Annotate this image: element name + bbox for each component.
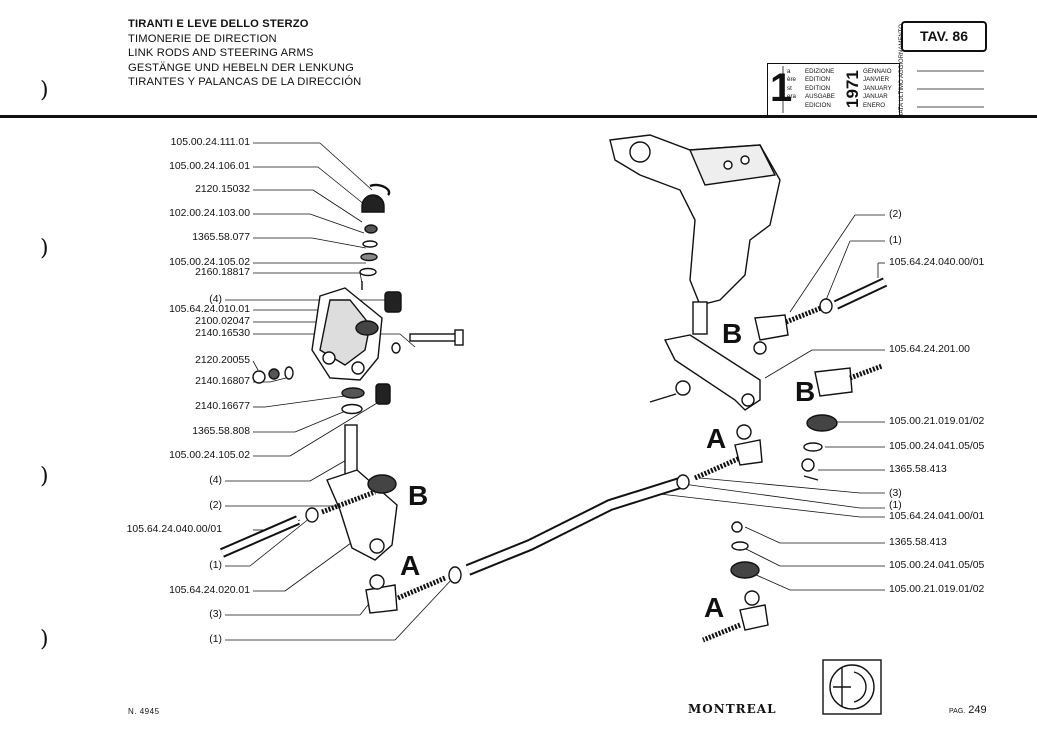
callout-b-left: B bbox=[408, 480, 429, 511]
part-label: 105.00.21.019.01/02 bbox=[889, 584, 985, 595]
binder-mark: ) bbox=[40, 78, 49, 103]
part-label: 105.00.24.105.02 bbox=[169, 257, 250, 268]
part-label: 1365.58.808 bbox=[192, 426, 250, 437]
part-label: 105.64.24.020.01 bbox=[169, 585, 250, 596]
title-italian: TIRANTI E LEVE DELLO STERZO bbox=[128, 18, 309, 30]
callout-a-left: A bbox=[400, 550, 421, 581]
part-label: 1365.58.077 bbox=[192, 232, 250, 243]
part-label: 1365.58.413 bbox=[889, 464, 947, 475]
part-label: (1) bbox=[889, 500, 902, 511]
part-label: 105.64.24.041.00/01 bbox=[889, 511, 985, 522]
part-label: 105.64.24.040.00/01 bbox=[126, 524, 222, 535]
part-label: 105.64.24.201.00 bbox=[889, 344, 970, 355]
part-label: 2100.02047 bbox=[195, 316, 250, 327]
part-label: (3) bbox=[209, 609, 222, 620]
part-label: (1) bbox=[889, 235, 902, 246]
title-block: TIRANTI E LEVE DELLO STERZO TIMONERIE DE… bbox=[128, 17, 361, 90]
part-label: 1365.58.413 bbox=[889, 537, 947, 548]
edition-months: GENNAIO JANVIER JANUARY JANUAR ENERO bbox=[863, 68, 892, 109]
part-label: 105.00.24.041.05/05 bbox=[889, 441, 985, 452]
binder-mark: ) bbox=[40, 627, 49, 652]
binder-mark: ) bbox=[40, 236, 49, 261]
part-label: (1) bbox=[209, 634, 222, 645]
callout-b-upper-right: B bbox=[722, 318, 743, 349]
edition-words: EDIZIONE EDITION EDITION AUSGABE EDICION bbox=[805, 68, 835, 109]
part-label: 105.64.24.010.01 bbox=[169, 304, 250, 315]
document-number: N. 4945 bbox=[128, 707, 160, 716]
part-label: 105.00.24.106.01 bbox=[169, 161, 250, 172]
part-label: 105.00.24.111.01 bbox=[170, 137, 250, 148]
part-label: 105.00.24.041.05/05 bbox=[889, 560, 985, 571]
part-label: 2140.16677 bbox=[195, 401, 250, 412]
part-label: 2120.15032 bbox=[195, 184, 250, 195]
part-label: (1) bbox=[209, 560, 222, 571]
title-english: LINK RODS AND STEERING ARMS bbox=[128, 47, 314, 60]
edition-suffixes: a ère st era bbox=[787, 68, 796, 101]
page-number: PAG. 249 bbox=[949, 704, 987, 716]
edition-number: 1 bbox=[770, 66, 793, 110]
brand-name: MONTREAL bbox=[688, 702, 777, 716]
callout-a-center: A bbox=[706, 423, 727, 454]
part-label: 102.00.24.103.00 bbox=[169, 208, 250, 219]
page-value: 249 bbox=[968, 704, 987, 716]
header-divider bbox=[0, 115, 1037, 118]
title-german: GESTÄNGE UND HEBELN DER LENKUNG bbox=[128, 61, 354, 74]
part-label: 105.00.24.105.02 bbox=[169, 450, 250, 461]
part-label: 105.64.24.040.00/01 bbox=[889, 257, 985, 268]
callout-b-right: B bbox=[795, 376, 816, 407]
part-label: (3) bbox=[889, 488, 902, 499]
callout-a-lower-right: A bbox=[704, 592, 725, 623]
part-label: 2160.18817 bbox=[195, 267, 250, 278]
part-label: 2140.16530 bbox=[195, 328, 250, 339]
part-label: (4) bbox=[209, 475, 222, 486]
part-label: (2) bbox=[889, 209, 902, 220]
title-french: TIMONERIE DE DIRECTION bbox=[128, 32, 277, 45]
plate-number: TAV. 86 bbox=[901, 21, 987, 52]
part-label: 2120.20055 bbox=[195, 355, 250, 366]
part-label: (4) bbox=[209, 294, 222, 305]
page-prefix: PAG. bbox=[949, 708, 966, 715]
part-label: 2140.16807 bbox=[195, 376, 250, 387]
part-label: (2) bbox=[209, 500, 222, 511]
part-label: 105.00.21.019.01/02 bbox=[889, 416, 985, 427]
binder-mark: ) bbox=[40, 464, 49, 489]
title-spanish: TIRANTES Y PALANCAS DE LA DIRECCIÓN bbox=[128, 76, 362, 89]
